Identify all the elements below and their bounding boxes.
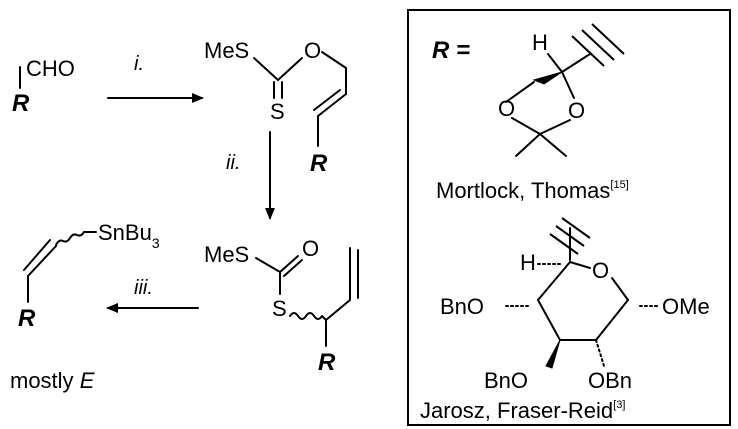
o2-label-dioxolane: O: [568, 98, 585, 123]
r-label-aldehyde: R: [12, 90, 30, 117]
dioxolane-structure: H O O: [498, 23, 625, 157]
aldehyde-structure: CHO R: [12, 56, 75, 117]
r-label-dithiocarbonate: R: [318, 349, 336, 376]
snbu-label: SnBu3: [98, 220, 160, 251]
xanthate-structure: MeS S O R: [204, 38, 347, 177]
step-i-label: i.: [134, 53, 144, 75]
mostly-e-note: mostly E: [10, 368, 95, 393]
h-label-sugar: H: [520, 250, 536, 275]
stannane-structure: SnBu3 R mostly E: [10, 220, 160, 393]
r-equals-label: R =: [432, 37, 470, 64]
bno1-label: BnO: [440, 294, 484, 319]
mes-label-dithiocarbonate: MeS: [204, 242, 249, 267]
step-ii-label: ii.: [226, 152, 240, 174]
obn-label: OBn: [588, 368, 632, 393]
ome-label: OMe: [662, 294, 710, 319]
h-label-dioxolane: H: [532, 30, 548, 55]
s-label-xanthate: S: [270, 99, 285, 124]
r-label-xanthate: R: [310, 150, 328, 177]
dithiocarbonate-structure: MeS O S R: [204, 236, 359, 376]
s-label-dithiocarbonate: S: [272, 296, 287, 321]
mes-label-xanthate: MeS: [204, 38, 249, 63]
r-definition-box: [407, 9, 731, 426]
o-label-dithiocarbonate: O: [302, 236, 319, 261]
o1-label-dioxolane: O: [498, 96, 515, 121]
ref-mortlock-thomas: Mortlock, Thomas[15]: [436, 178, 629, 203]
pyranoside-structure: H O OMe BnO BnO OBn: [440, 217, 710, 393]
wavy-bond-dithiocarbonate: [289, 312, 327, 321]
ref-jarosz-fraser-reid: Jarosz, Fraser-Reid[3]: [420, 398, 625, 423]
step-iii-label: iii.: [134, 277, 153, 299]
o-label-sugar: O: [592, 258, 609, 283]
wavy-bond-stannane: [55, 231, 85, 246]
bno2-label: BnO: [484, 368, 528, 393]
cho-label: CHO: [26, 56, 75, 81]
r-label-stannane: R: [18, 305, 36, 332]
o-label-xanthate: O: [304, 38, 321, 63]
